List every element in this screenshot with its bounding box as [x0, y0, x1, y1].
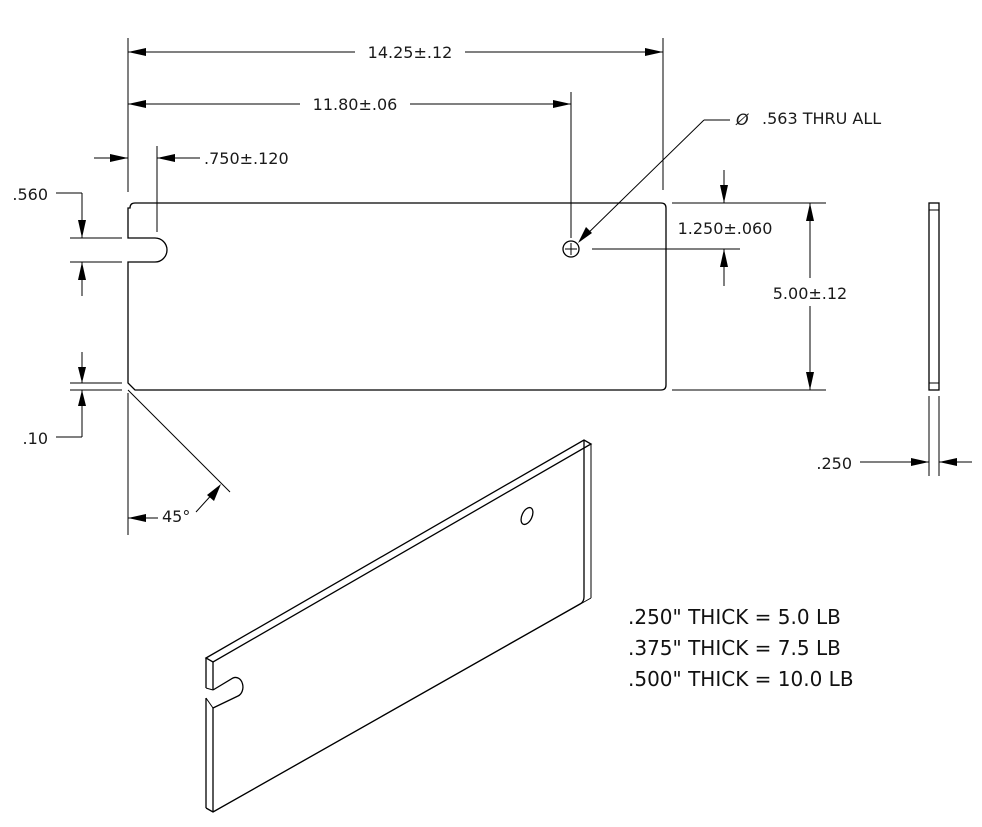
hole-spec-label: .563 THRU ALL: [762, 109, 881, 128]
hole-offset-label: 1.250±.060: [678, 219, 773, 238]
thickness-label: .250: [816, 454, 852, 473]
slot-depth-dimension: .750±.120: [94, 146, 289, 232]
front-view-plate: [127, 202, 667, 391]
height-dimension: 5.00±.12: [672, 203, 847, 391]
side-view-plate: [928, 202, 940, 391]
chamfer-angle-label: 45°: [162, 507, 190, 526]
slot-width-label: .560: [12, 185, 48, 204]
hole-callout: Ø .563 THRU ALL: [578, 109, 881, 243]
diameter-symbol: Ø: [735, 110, 749, 129]
thickness-dimension: .250: [816, 396, 972, 476]
isometric-view-plate: [204, 439, 593, 813]
hole-location-label: 11.80±.06: [313, 95, 398, 114]
slot-width-dimension: .560: [12, 185, 122, 296]
overall-length-dimension: 14.25±.12: [127, 38, 664, 192]
hole-location-dimension: 11.80±.06: [128, 92, 572, 238]
weight-note-2: .375" THICK = 7.5 LB: [628, 636, 841, 660]
hole-offset-dimension: 1.250±.060: [592, 170, 826, 286]
weight-note-1: .250" THICK = 5.0 LB: [628, 605, 841, 629]
overall-length-label: 14.25±.12: [368, 43, 453, 62]
height-label: 5.00±.12: [773, 284, 847, 303]
weight-notes: .250" THICK = 5.0 LB .375" THICK = 7.5 L…: [628, 605, 854, 691]
weight-note-3: .500" THICK = 10.0 LB: [628, 667, 854, 691]
chamfer-dimension: .10 45°: [23, 352, 231, 535]
slot-depth-label: .750±.120: [204, 149, 289, 168]
chamfer-size-label: .10: [23, 429, 48, 448]
